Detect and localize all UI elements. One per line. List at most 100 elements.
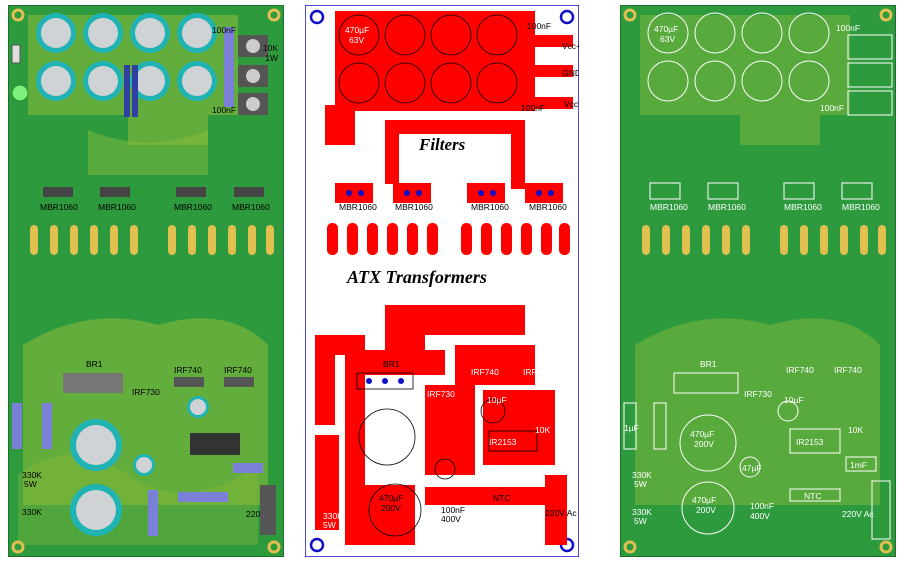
right-diode-label-3: MBR1060 bbox=[784, 202, 822, 212]
right-r330-2-watt: 5W bbox=[634, 516, 647, 526]
right-diode-label-2: MBR1060 bbox=[708, 202, 746, 212]
left-cap-label-top: 100nF bbox=[212, 25, 236, 35]
left-cap-block bbox=[224, 27, 234, 107]
middle-ntc-label: NTC bbox=[493, 493, 510, 503]
middle-bridge-label: BR1 bbox=[383, 359, 400, 369]
right-cap-voltage: 63V bbox=[660, 34, 675, 44]
left-cap-blue-2 bbox=[42, 403, 52, 449]
right-copper-top bbox=[640, 15, 850, 145]
right-nf-bottom: 100nF bbox=[820, 103, 844, 113]
left-cap-blue-3 bbox=[148, 490, 158, 536]
middle-filter-caps bbox=[338, 14, 518, 104]
left-irf740b-label: IRF740 bbox=[224, 365, 252, 375]
left-terminal-ac bbox=[260, 485, 276, 535]
led-green bbox=[11, 84, 29, 102]
middle-diode-label-2: MBR1060 bbox=[395, 202, 433, 212]
left-mosfet-b bbox=[224, 377, 254, 387]
left-cap-blue-1 bbox=[12, 403, 22, 449]
right-cap-label: 470µF bbox=[654, 24, 678, 34]
left-small-cap-2-top bbox=[136, 457, 152, 473]
right-ir2153-label: IR2153 bbox=[796, 437, 824, 447]
right-diode-outlines bbox=[649, 182, 873, 200]
middle-r330-watt: 5W bbox=[323, 520, 336, 530]
left-cap-label-bottom: 100nF bbox=[212, 105, 236, 115]
left-bridge-label: BR1 bbox=[86, 359, 103, 369]
left-cap-blue-5 bbox=[233, 463, 263, 473]
right-mount-holes bbox=[623, 8, 893, 554]
middle-cap-voltage: 63V bbox=[349, 35, 364, 45]
middle-400v-label: 400V bbox=[441, 514, 461, 524]
middle-100nf-label: 100nF bbox=[441, 505, 465, 515]
middle-bulk-cap-v: 200V bbox=[377, 435, 397, 445]
middle-diode-pads bbox=[335, 183, 563, 203]
left-pcb-render: 100nF 100nF 10K 1W MBR1060 MBR1060 MBR10… bbox=[8, 5, 284, 557]
middle-irf730-label: IRF730 bbox=[427, 389, 455, 399]
right-filter-caps bbox=[647, 12, 830, 102]
middle-pads bbox=[346, 190, 554, 384]
right-bulk-cap-label: 470µF bbox=[690, 429, 714, 439]
middle-outlines bbox=[356, 372, 538, 537]
right-ntc-label: NTC bbox=[804, 491, 821, 501]
right-outlines-bottom bbox=[623, 372, 891, 540]
left-copper-mid bbox=[88, 130, 208, 175]
left-bridge-rectifier bbox=[63, 373, 123, 393]
middle-r330-label: 330K bbox=[323, 511, 343, 521]
left-filter-caps bbox=[36, 13, 217, 101]
left-res-watt: 1W bbox=[265, 53, 278, 63]
right-10uf-label: 10µF bbox=[784, 395, 804, 405]
right-bulk-cap-2-v: 200V bbox=[696, 505, 716, 515]
atx-title: ATX Transformers bbox=[346, 267, 487, 287]
right-bridge-label: BR1 bbox=[700, 359, 717, 369]
middle-diode-label-1: MBR1060 bbox=[339, 202, 377, 212]
middle-bulk-cap-2-v: 200V bbox=[381, 503, 401, 513]
right-diode-label-4: MBR1060 bbox=[842, 202, 880, 212]
right-irf730-label: IRF730 bbox=[744, 389, 772, 399]
right-nf-top: 100nF bbox=[836, 23, 860, 33]
middle-pad-row bbox=[327, 223, 570, 255]
left-voltage-label: 220 bbox=[246, 509, 260, 519]
right-r330-2-label: 330K bbox=[632, 507, 652, 517]
right-bulk-cap-2-label: 470µF bbox=[692, 495, 716, 505]
middle-diode-label-4: MBR1060 bbox=[529, 202, 567, 212]
right-terminal-outlines bbox=[847, 34, 893, 116]
middle-nf-bottom: 100nF bbox=[521, 103, 545, 113]
right-pcb-silkscreen: 470µF 63V 100nF 100nF MBR1060 MBR1060 MB… bbox=[620, 5, 896, 557]
middle-ir2153-label: IR2153 bbox=[489, 437, 517, 447]
right-47uf-label: 47µF bbox=[742, 463, 762, 473]
middle-cap-label: 470µF bbox=[345, 25, 369, 35]
left-small-cap-top bbox=[190, 399, 206, 415]
left-choke-bar-2 bbox=[132, 65, 138, 117]
left-irf740a-label: IRF740 bbox=[174, 365, 202, 375]
left-mount-holes bbox=[11, 8, 281, 554]
middle-ac-label: 220V Ac bbox=[545, 508, 577, 518]
left-terminals bbox=[238, 35, 268, 115]
left-diode-label-3: MBR1060 bbox=[174, 202, 212, 212]
right-400v-label: 400V bbox=[750, 511, 770, 521]
left-bulk-cap-1-top bbox=[76, 425, 116, 465]
right-10k-label: 10K bbox=[848, 425, 863, 435]
filters-title: Filters bbox=[418, 135, 466, 154]
middle-irf740b-label: IRF740 bbox=[523, 367, 551, 377]
middle-irf740a-label: IRF740 bbox=[471, 367, 499, 377]
right-100nf-label: 100nF bbox=[750, 501, 774, 511]
right-pad-row bbox=[642, 225, 886, 255]
left-diode-label-2: MBR1060 bbox=[98, 202, 136, 212]
left-mosfet-a bbox=[174, 377, 204, 387]
middle-bulk-cap-label: 470µF bbox=[373, 425, 397, 435]
right-1mf-label: 1mF bbox=[850, 460, 867, 470]
middle-bulk-cap-2-label: 470µF bbox=[379, 493, 403, 503]
right-copper-bottom bbox=[635, 318, 880, 505]
right-bulk-cap-v: 200V bbox=[694, 439, 714, 449]
left-ic bbox=[190, 433, 240, 455]
middle-nf-top: 100nF bbox=[527, 21, 551, 31]
right-ac-label: 220V Ac bbox=[842, 509, 874, 519]
left-diodes bbox=[43, 187, 264, 197]
left-resistor bbox=[11, 44, 21, 64]
left-pad-row bbox=[30, 225, 274, 255]
middle-1uf-label: 1µF bbox=[309, 423, 324, 433]
middle-filter-copper bbox=[325, 11, 573, 189]
left-r330-watt: 5W bbox=[24, 479, 37, 489]
right-1uf-label: 1µF bbox=[624, 423, 639, 433]
right-r330-watt: 5W bbox=[634, 479, 647, 489]
left-res-label: 10K bbox=[263, 43, 278, 53]
